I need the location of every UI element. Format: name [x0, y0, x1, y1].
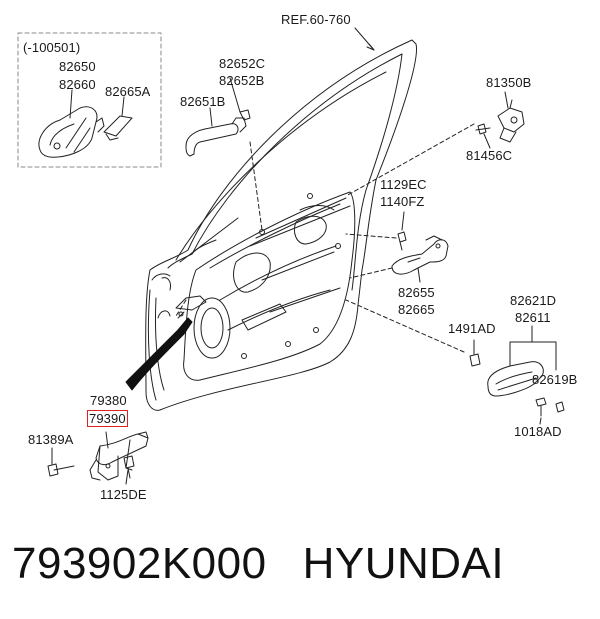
- leader: [483, 133, 491, 149]
- part-caption: 793902K000 HYUNDAI: [12, 538, 504, 590]
- inset-handle-part: [38, 106, 105, 158]
- label-part: 82660: [59, 77, 96, 92]
- label-part: 1125DE: [100, 487, 147, 502]
- checker-mount: [175, 295, 207, 319]
- label-part: 82621D: [510, 293, 557, 308]
- leader: [125, 469, 129, 485]
- label-inset-date: (-100501): [23, 40, 81, 55]
- label-part: 1491AD: [448, 321, 496, 336]
- label-part: 1129EC: [380, 177, 427, 192]
- leader: [229, 77, 241, 113]
- leader: [417, 267, 421, 283]
- part-number: 793902K000: [12, 539, 267, 588]
- inner-handle-cover: [487, 361, 544, 397]
- leader-bracket: [509, 325, 557, 371]
- label-part: 82665: [398, 302, 435, 317]
- door-checker: [89, 431, 149, 481]
- label-part: 82611: [515, 310, 551, 325]
- door-frame: [145, 39, 418, 411]
- leader: [401, 211, 405, 231]
- leader: [105, 431, 109, 449]
- label-part: 81389A: [28, 432, 74, 447]
- dashed-leaders: [175, 123, 475, 353]
- screw-part: [535, 397, 547, 417]
- label-part: 82665A: [105, 84, 151, 99]
- leader: [69, 89, 73, 119]
- checker-bolt: [47, 463, 75, 477]
- checker-bolt-2: [123, 455, 135, 479]
- label-part: 82652C: [219, 56, 266, 71]
- label-part: 82651B: [180, 94, 226, 109]
- parts-diagram: REF.60-760 (-100501) 82650 82660 82665A …: [17, 12, 578, 502]
- inset-cover-part: [103, 115, 133, 141]
- striker-bolt: [475, 123, 491, 135]
- label-part: 82650: [59, 59, 96, 74]
- indicator-arrow: [125, 317, 193, 391]
- label-part: 79380: [90, 393, 127, 408]
- inset-box: [17, 32, 162, 168]
- label-part: 82619B: [532, 372, 578, 387]
- label-part: 82652B: [219, 73, 265, 88]
- leader: [539, 417, 542, 425]
- ref-arrow-head: [366, 43, 375, 51]
- clip-part: [469, 353, 481, 367]
- door-inner-panel: [183, 191, 356, 381]
- striker-assembly: [497, 99, 525, 143]
- leader: [209, 107, 213, 127]
- brand-name: HYUNDAI: [302, 539, 505, 588]
- label-highlighted-part: 79390: [87, 410, 128, 427]
- label-part: 1018AD: [514, 424, 562, 439]
- label-ref: REF.60-760: [281, 12, 351, 27]
- label-part: 82655: [398, 285, 435, 300]
- outer-handle: [185, 109, 251, 157]
- label-part: 81350B: [486, 75, 532, 90]
- diagram-drawing: [17, 27, 565, 485]
- label-part: 81456C: [466, 148, 513, 163]
- label-part: 1140FZ: [380, 194, 425, 209]
- leader: [121, 96, 125, 117]
- bolt-part: [397, 231, 407, 251]
- inner-handle-bracket: [391, 235, 449, 275]
- pin-part: [555, 401, 565, 413]
- leader: [504, 91, 509, 109]
